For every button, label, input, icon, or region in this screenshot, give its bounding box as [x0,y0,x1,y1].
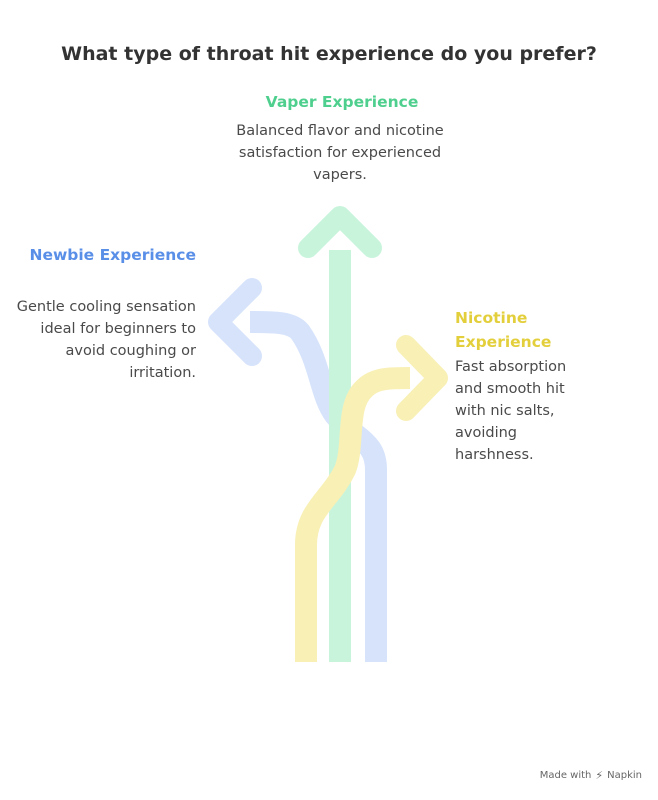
footer-credit: Made with ⚡ Napkin [540,769,642,782]
newbie-arrow [249,311,387,662]
nicotine-heading: Nicotine Experience [455,309,552,351]
newbie-heading: Newbie Experience [29,246,196,264]
nicotine-arrow [295,367,411,662]
napkin-logo-icon: ⚡ [595,769,604,782]
vaper-description: Balanced flavor and nicotine satisfactio… [236,123,444,183]
nicotine-arrow-head [396,335,448,421]
made-with-label: Made with [539,770,592,781]
page-title: What type of throat hit experience do yo… [61,43,597,65]
vaper-heading: Vaper Experience [265,93,419,111]
vaper-arrow-head [298,206,382,258]
newbie-description: Gentle cooling sensation ideal for begin… [16,299,196,381]
newbie-arrow-head [208,278,262,366]
brand-label: Napkin [607,770,642,781]
nicotine-description: Fast absorption and smooth hit with nic … [455,359,567,463]
